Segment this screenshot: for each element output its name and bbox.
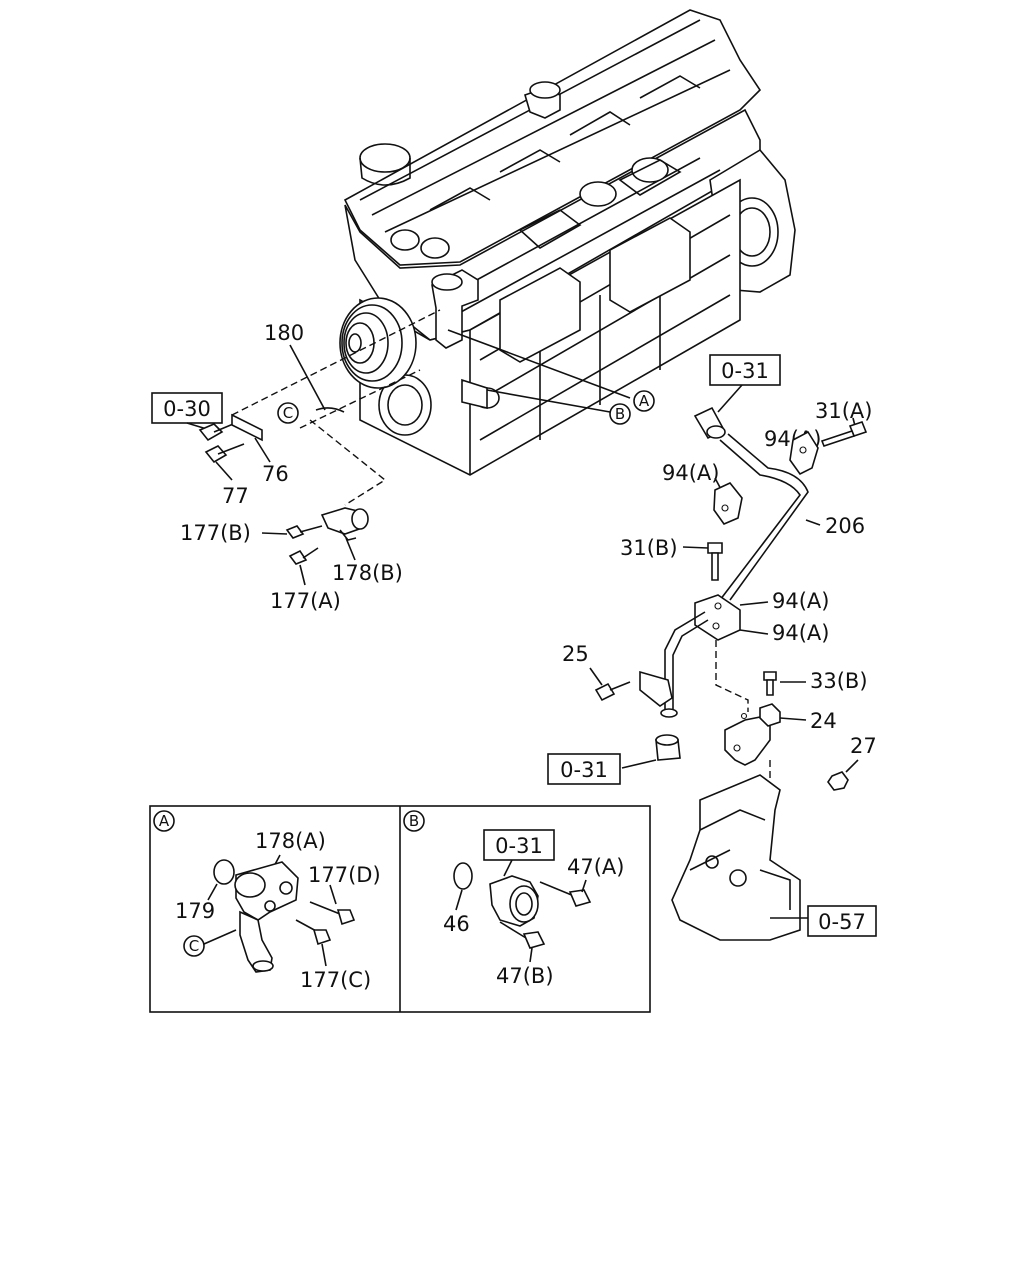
bolt-icon — [539, 881, 592, 907]
gasket-icon — [231, 413, 263, 442]
callout-178a: 178(A) — [255, 829, 326, 853]
callout-31a: 31(A) — [815, 399, 872, 423]
panel-b-marker: B — [403, 810, 425, 832]
callout-177a: 177(A) — [270, 589, 341, 613]
reference-box-0-31-bottom: 0-31 — [547, 753, 621, 785]
callout-76: 76 — [262, 462, 289, 486]
callout-94a-2: 94(A) — [662, 461, 719, 485]
svg-text:0-31: 0-31 — [560, 758, 608, 782]
leader-a — [447, 329, 631, 399]
thermostat-housing-icon — [234, 861, 299, 973]
bolt-icon — [288, 547, 319, 565]
leader-b — [486, 389, 611, 413]
reference-label: 0-30 — [163, 397, 211, 421]
water-outlet-icon — [489, 875, 539, 927]
bolt-icon — [204, 443, 245, 464]
o-ring-icon — [213, 859, 235, 885]
detail-panels — [149, 805, 651, 1013]
bolt-icon — [707, 542, 723, 581]
marker-a: A — [633, 390, 655, 412]
svg-text:B: B — [615, 405, 625, 423]
callout-47b: 47(B) — [496, 964, 554, 988]
callout-178b: 178(B) — [332, 561, 403, 585]
bolt-icon — [285, 525, 323, 539]
svg-text:C: C — [283, 404, 293, 422]
svg-text:0-57: 0-57 — [818, 910, 866, 934]
reference-box-0-30: 0-30 — [151, 392, 223, 424]
callout-180: 180 — [264, 321, 304, 345]
o-ring-icon — [453, 862, 473, 890]
nut-icon — [827, 771, 849, 791]
marker-c-detail: C — [183, 935, 205, 957]
panel-a-marker: A — [153, 810, 175, 832]
callout-46: 46 — [443, 912, 470, 936]
callout-31b: 31(B) — [620, 536, 678, 560]
svg-text:0-31: 0-31 — [495, 834, 543, 858]
bracket-icon — [724, 703, 781, 766]
callout-47a: 47(A) — [567, 855, 624, 879]
callout-27: 27 — [850, 734, 877, 758]
callout-77: 77 — [222, 484, 249, 508]
reference-box-0-31-top: 0-31 — [709, 354, 781, 386]
reference-box-0-57: 0-57 — [807, 905, 877, 937]
bolt-icon — [309, 901, 356, 926]
svg-text:B: B — [409, 812, 419, 830]
callout-177d: 177(D) — [308, 863, 381, 887]
clamp-icon — [713, 482, 743, 525]
bolt-icon — [295, 919, 332, 946]
water-fitting-icon — [320, 507, 369, 541]
callout-179: 179 — [175, 899, 215, 923]
callout-94a-4: 94(A) — [772, 621, 829, 645]
svg-text:0-31: 0-31 — [721, 359, 769, 383]
bolt-icon — [763, 671, 777, 696]
callout-33b: 33(B) — [810, 669, 868, 693]
callout-94a-3: 94(A) — [772, 589, 829, 613]
clamp-icon — [694, 594, 741, 641]
engine-block — [339, 9, 796, 476]
o-ring-icon — [315, 407, 345, 413]
callout-206: 206 — [825, 514, 865, 538]
reference-box-0-31-detail: 0-31 — [483, 829, 555, 861]
pipe-bracket-icon — [639, 670, 673, 707]
svg-text:A: A — [639, 392, 650, 410]
callout-177b: 177(B) — [180, 521, 251, 545]
svg-text:C: C — [189, 937, 199, 955]
callout-25: 25 — [562, 642, 589, 666]
bolt-icon — [499, 921, 546, 949]
callout-177c: 177(C) — [300, 968, 371, 992]
clamp-icon — [789, 430, 819, 476]
marker-b: B — [609, 403, 631, 425]
bolt-icon — [820, 421, 868, 447]
svg-text:A: A — [159, 812, 170, 830]
callout-24: 24 — [810, 709, 837, 733]
oil-pipe — [719, 439, 801, 601]
oil-pan-icon — [671, 774, 801, 941]
bolt-icon — [594, 681, 631, 702]
marker-c: C — [277, 402, 299, 424]
